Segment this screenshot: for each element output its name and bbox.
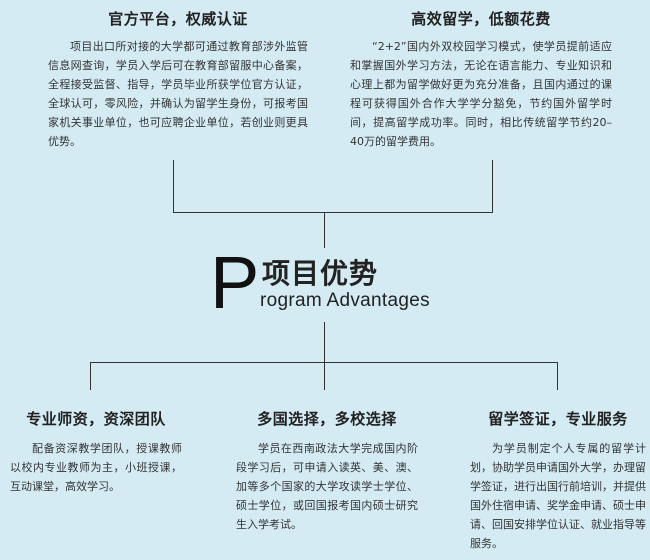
page-subtitle: rogram Advantages: [260, 290, 430, 311]
connector-line: [492, 160, 493, 212]
page-title: 项目优势: [262, 257, 379, 290]
connector-line: [173, 160, 174, 212]
advantage-title: 官方平台，权威认证: [108, 10, 248, 28]
connector-line: [324, 362, 325, 390]
advantage-body: “2+2”国内外双校园学习模式，使学员提前适应和掌握国外学习方法，无论在语言能力…: [350, 40, 612, 148]
logo-letter-p: P: [210, 241, 260, 324]
advantage-efficient-study: 高效留学，低额花费 “2+2”国内外双校园学习模式，使学员提前适应和掌握国外学习…: [350, 8, 612, 151]
advantage-title: 留学签证，专业服务: [488, 410, 628, 428]
advantage-body: 配备资深教学团队，授课教师以校内专业教师为主，小班授课，互动课堂，高效学习。: [10, 442, 182, 493]
advantage-official-platform: 官方平台，权威认证 项目出口所对接的大学都可通过教育部涉外监管信息网查询，学员入…: [48, 8, 308, 151]
connector-line: [324, 322, 325, 362]
advantage-body: 项目出口所对接的大学都可通过教育部涉外监管信息网查询，学员入学后可在教育部留服中…: [48, 40, 308, 148]
connector-line: [324, 212, 325, 248]
advantage-title: 高效留学，低额花费: [411, 10, 551, 28]
connector-line: [173, 212, 493, 213]
connector-line: [90, 362, 91, 390]
advantage-title: 多国选择，多校选择: [257, 410, 397, 428]
advantage-body: 为学员制定个人专属的留学计划，协助学员申请国外大学，办理留学签证，进行出国行前培…: [470, 442, 646, 550]
connector-line: [557, 362, 558, 390]
advantage-title: 专业师资，资深团队: [26, 410, 166, 428]
advantage-visa-service: 留学签证，专业服务 为学员制定个人专属的留学计划，协助学员申请国外大学，办理留学…: [470, 408, 646, 553]
advantage-country-choice: 多国选择，多校选择 学员在西南政法大学完成国内阶段学习后，可申请入读英、美、澳、…: [236, 408, 418, 534]
advantage-body: 学员在西南政法大学完成国内阶段学习后，可申请入读英、美、澳、加等多个国家的大学攻…: [236, 442, 418, 531]
advantage-faculty: 专业师资，资深团队 配备资深教学团队，授课教师以校内专业教师为主，小班授课，互动…: [10, 408, 182, 496]
